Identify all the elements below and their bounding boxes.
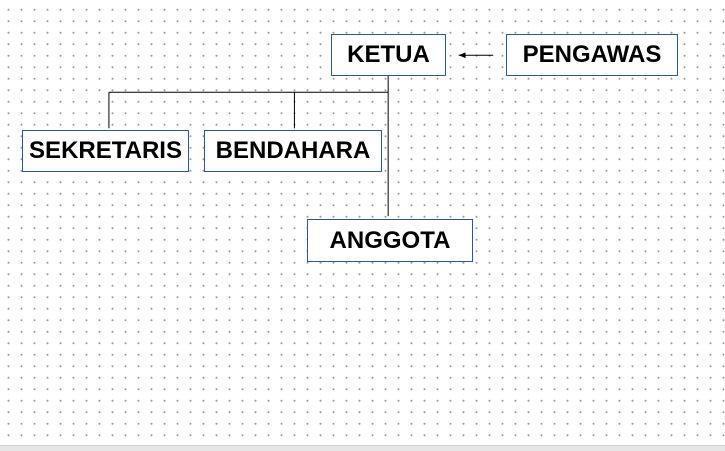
node-pengawas[interactable]: PENGAWAS (506, 34, 678, 76)
node-ketua-label: KETUA (347, 41, 430, 68)
node-anggota[interactable]: ANGGOTA (307, 219, 473, 262)
node-sekretaris[interactable]: SEKRETARIS (22, 130, 189, 172)
node-anggota-label: ANGGOTA (329, 226, 451, 254)
node-pengawas-label: PENGAWAS (522, 41, 662, 68)
node-bendahara[interactable]: BENDAHARA (204, 130, 382, 172)
node-bendahara-label: BENDAHARA (215, 137, 371, 164)
node-sekretaris-label: SEKRETARIS (29, 137, 182, 164)
horizontal-scrollbar[interactable] (0, 445, 725, 451)
node-ketua[interactable]: KETUA (331, 34, 446, 76)
